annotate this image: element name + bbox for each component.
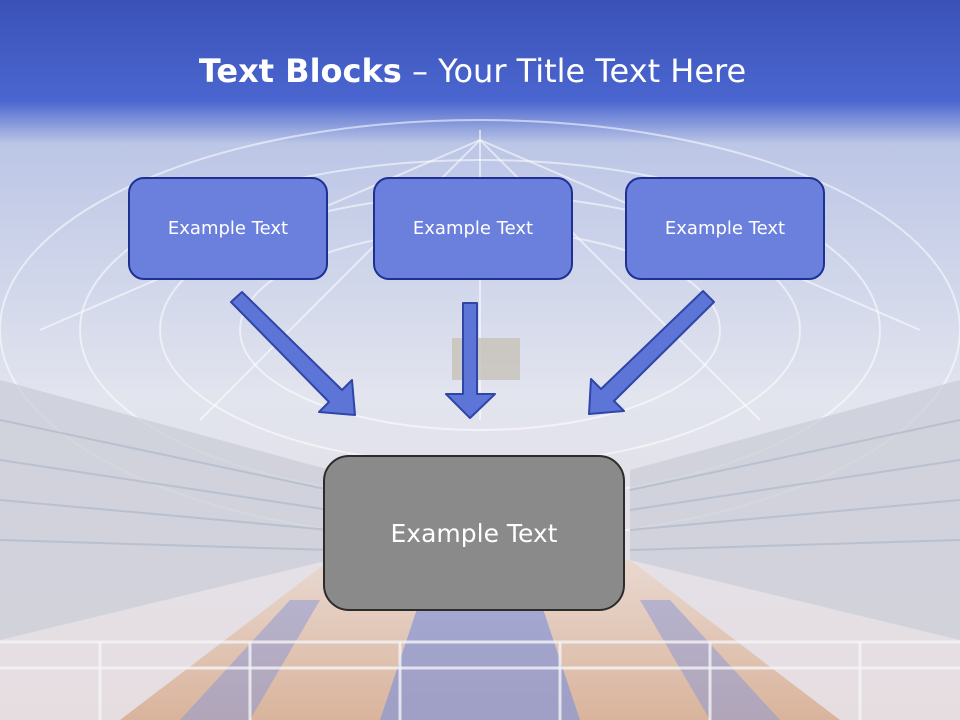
arrow-left [230,291,356,416]
title-rest: Your Title Text Here [438,52,747,90]
arrow-middle [445,302,496,419]
slide-title: Text Blocks – Your Title Text Here [0,52,945,90]
text-block-2[interactable]: Example Text [373,177,573,280]
title-separator: – [401,52,439,90]
text-block-1[interactable]: Example Text [128,177,328,280]
center-text-block[interactable]: Example Text [323,455,625,611]
title-bold-part: Text Blocks [198,52,402,90]
text-block-3[interactable]: Example Text [625,177,825,280]
arrow-right [588,290,715,415]
